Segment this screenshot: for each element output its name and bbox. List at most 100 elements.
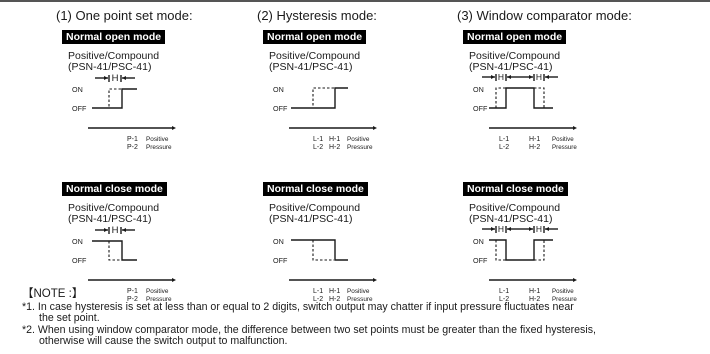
mode-window-comparator: (3) Window comparator mode: Normal open … bbox=[457, 8, 698, 331]
mode-badge: Normal open mode bbox=[263, 30, 367, 44]
hysteresis-label: H bbox=[498, 224, 504, 234]
diagram-block-open: Normal open mode Positive/Compound (PSN-… bbox=[263, 27, 498, 179]
low-setpoint-label-1: L-1 bbox=[313, 136, 323, 143]
model-subtitle: Positive/Compound (PSN-41/PSC-41) bbox=[269, 202, 361, 225]
positive-label: Positive bbox=[347, 288, 370, 295]
positive-label: Positive bbox=[347, 136, 370, 143]
pressure-label: Pressure bbox=[552, 144, 577, 151]
high-setpoint-label-2: H-2 bbox=[529, 144, 540, 151]
hysteresis-label: H bbox=[112, 73, 119, 84]
arrowhead bbox=[491, 75, 495, 79]
pressure-label: Pressure bbox=[347, 144, 373, 151]
note-line: the set point. bbox=[39, 312, 100, 325]
notes-title: 【NOTE :】 bbox=[22, 288, 84, 300]
arrowhead bbox=[507, 75, 511, 79]
return-line bbox=[108, 88, 121, 108]
hysteresis-label: H bbox=[498, 72, 504, 82]
arrowhead bbox=[172, 126, 176, 130]
pressure-label: Pressure bbox=[552, 296, 577, 303]
model-subtitle: Positive/Compound (PSN-41/PSC-41) bbox=[269, 50, 361, 73]
model-subtitle: Positive/Compound (PSN-41/PSC-41) bbox=[469, 202, 561, 225]
diagram-block-close: Normal close mode Positive/Compound (PSN… bbox=[463, 179, 698, 331]
arrowhead bbox=[545, 227, 549, 231]
off-label: OFF bbox=[273, 256, 288, 265]
note-line: *1. In case hysteresis is set at less th… bbox=[22, 300, 574, 313]
note-line: otherwise will cause the switch output t… bbox=[39, 335, 288, 348]
pressure-label: Pressure bbox=[347, 296, 373, 303]
top-divider bbox=[0, 0, 710, 2]
arrowhead bbox=[122, 76, 126, 80]
mode-title: (3) Window comparator mode: bbox=[457, 8, 632, 23]
diagram-block-close: Normal close mode Positive/Compound (PSN… bbox=[62, 179, 297, 331]
high-setpoint-label-2: H-2 bbox=[329, 144, 340, 151]
arrowhead bbox=[104, 76, 108, 80]
low-setpoint-label-2: L-2 bbox=[499, 144, 509, 151]
off-label: OFF bbox=[273, 104, 288, 113]
on-label: ON bbox=[273, 85, 284, 94]
arrowhead bbox=[507, 227, 511, 231]
off-label: OFF bbox=[473, 104, 488, 113]
diagram-block-close: Normal close mode Positive/Compound (PSN… bbox=[263, 179, 498, 331]
return-line bbox=[495, 240, 506, 261]
off-label: OFF bbox=[473, 256, 488, 265]
arrowhead bbox=[122, 228, 126, 232]
return-line bbox=[312, 87, 334, 108]
positive-label: Positive bbox=[552, 288, 574, 295]
low-setpoint-label-1: L-1 bbox=[499, 288, 509, 295]
positive-label: Positive bbox=[146, 136, 169, 143]
mode-badge: Normal open mode bbox=[463, 30, 567, 44]
high-setpoint-label-2: H-2 bbox=[329, 296, 340, 303]
setpoint-label-2: P-2 bbox=[127, 296, 138, 303]
high-setpoint-label-1: H-1 bbox=[529, 136, 540, 143]
model-subtitle: Positive/Compound (PSN-41/PSC-41) bbox=[68, 202, 160, 225]
return-line bbox=[495, 87, 506, 108]
high-setpoint-label-1: H-1 bbox=[529, 288, 540, 295]
on-label: ON bbox=[273, 237, 284, 246]
off-label: OFF bbox=[72, 256, 87, 265]
high-setpoint-label-1: H-1 bbox=[329, 288, 340, 295]
note-line: *2. When using window comparator mode, t… bbox=[22, 323, 596, 336]
low-setpoint-label-1: L-1 bbox=[313, 288, 323, 295]
low-setpoint-label-2: L-2 bbox=[313, 296, 323, 303]
setpoint-label-2: P-2 bbox=[127, 144, 138, 151]
on-label: ON bbox=[72, 85, 83, 94]
arrowhead bbox=[373, 278, 377, 282]
positive-label: Positive bbox=[552, 136, 574, 143]
arrowhead bbox=[373, 126, 377, 130]
arrowhead bbox=[545, 75, 549, 79]
return-line bbox=[534, 240, 545, 261]
output-line bbox=[489, 87, 553, 109]
arrowhead bbox=[573, 278, 577, 282]
low-setpoint-label-2: L-2 bbox=[499, 296, 509, 303]
diagram-block-open: Normal open mode Positive/Compound (PSN-… bbox=[62, 27, 297, 179]
return-line bbox=[108, 241, 121, 261]
output-line bbox=[92, 88, 137, 109]
arrowhead bbox=[104, 228, 108, 232]
output-line bbox=[291, 87, 348, 109]
off-label: OFF bbox=[72, 104, 87, 113]
return-line bbox=[312, 240, 334, 261]
low-setpoint-label-2: L-2 bbox=[313, 144, 323, 151]
model-subtitle: Positive/Compound (PSN-41/PSC-41) bbox=[68, 50, 160, 73]
mode-hysteresis: (2) Hysteresis mode: Normal open mode Po… bbox=[257, 8, 498, 331]
arrowhead bbox=[573, 126, 577, 130]
positive-label: Positive bbox=[146, 288, 169, 295]
pressure-label: Pressure bbox=[146, 144, 172, 151]
hysteresis-label: H bbox=[112, 225, 119, 236]
mode-badge: Normal close mode bbox=[62, 182, 167, 196]
mode-badge: Normal close mode bbox=[463, 182, 568, 196]
diagram-block-open: Normal open mode Positive/Compound (PSN-… bbox=[463, 27, 698, 179]
note-item-2: *2. When using window comparator mode, t… bbox=[22, 323, 702, 348]
mode-one-point: (1) One point set mode: Normal open mode… bbox=[56, 8, 297, 331]
hysteresis-label: H bbox=[536, 224, 542, 234]
mode-title: (1) One point set mode: bbox=[56, 8, 193, 23]
setpoint-label-1: P-1 bbox=[127, 288, 138, 295]
low-setpoint-label-1: L-1 bbox=[499, 136, 509, 143]
mode-badge: Normal close mode bbox=[263, 182, 368, 196]
arrowhead bbox=[491, 227, 495, 231]
